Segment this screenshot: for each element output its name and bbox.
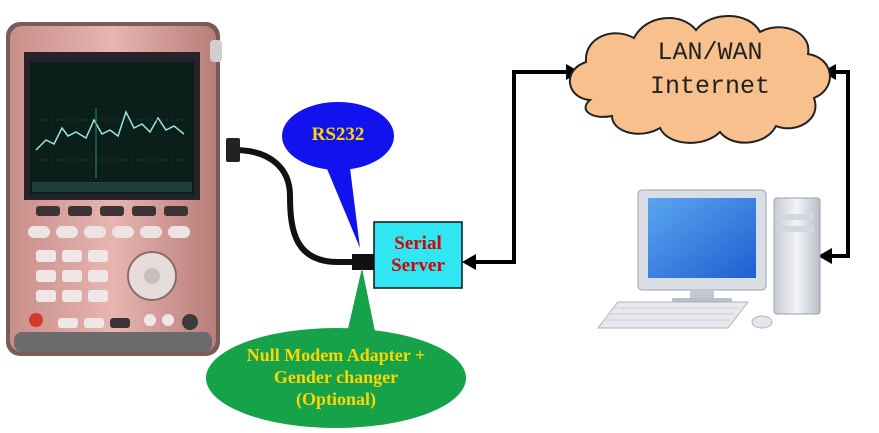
cloud-label-line-2: Internet xyxy=(649,72,771,101)
rs232-label: RS232 xyxy=(311,124,365,145)
lan-wan-cloud xyxy=(568,15,831,144)
arrowhead-to-serial-server xyxy=(462,254,476,270)
serial-server-label: Serial Server xyxy=(374,222,462,288)
serial-server-label-line-1: Serial xyxy=(394,233,442,254)
rs232-callout-bubble xyxy=(282,102,394,170)
serial-cable xyxy=(233,147,362,265)
rs232-callout-pointer xyxy=(320,152,360,248)
null-modem-label: Null Modem Adapter + Gender changer (Opt… xyxy=(206,344,466,410)
null-modem-connector xyxy=(352,254,374,270)
null-modem-label-line-3: (Optional) xyxy=(295,389,376,409)
cloud-label: LAN/WAN Internet xyxy=(606,36,814,104)
db9-connector xyxy=(226,138,240,162)
serial-server-label-line-2: Server xyxy=(391,255,445,276)
null-modem-callout-pointer xyxy=(344,268,378,346)
null-modem-label-line-2: Gender changer xyxy=(273,367,399,387)
arrowhead-to-computer xyxy=(818,248,832,264)
network-connector-lines xyxy=(470,70,850,264)
desktop-computer-icon xyxy=(596,189,821,329)
serial-server-box xyxy=(373,221,463,289)
cloud-label-line-1: LAN/WAN xyxy=(657,38,763,67)
null-modem-label-line-1: Null Modem Adapter + xyxy=(246,345,426,365)
handheld-spectrum-analyzer-icon xyxy=(6,22,222,356)
null-modem-callout-bubble xyxy=(206,328,466,428)
